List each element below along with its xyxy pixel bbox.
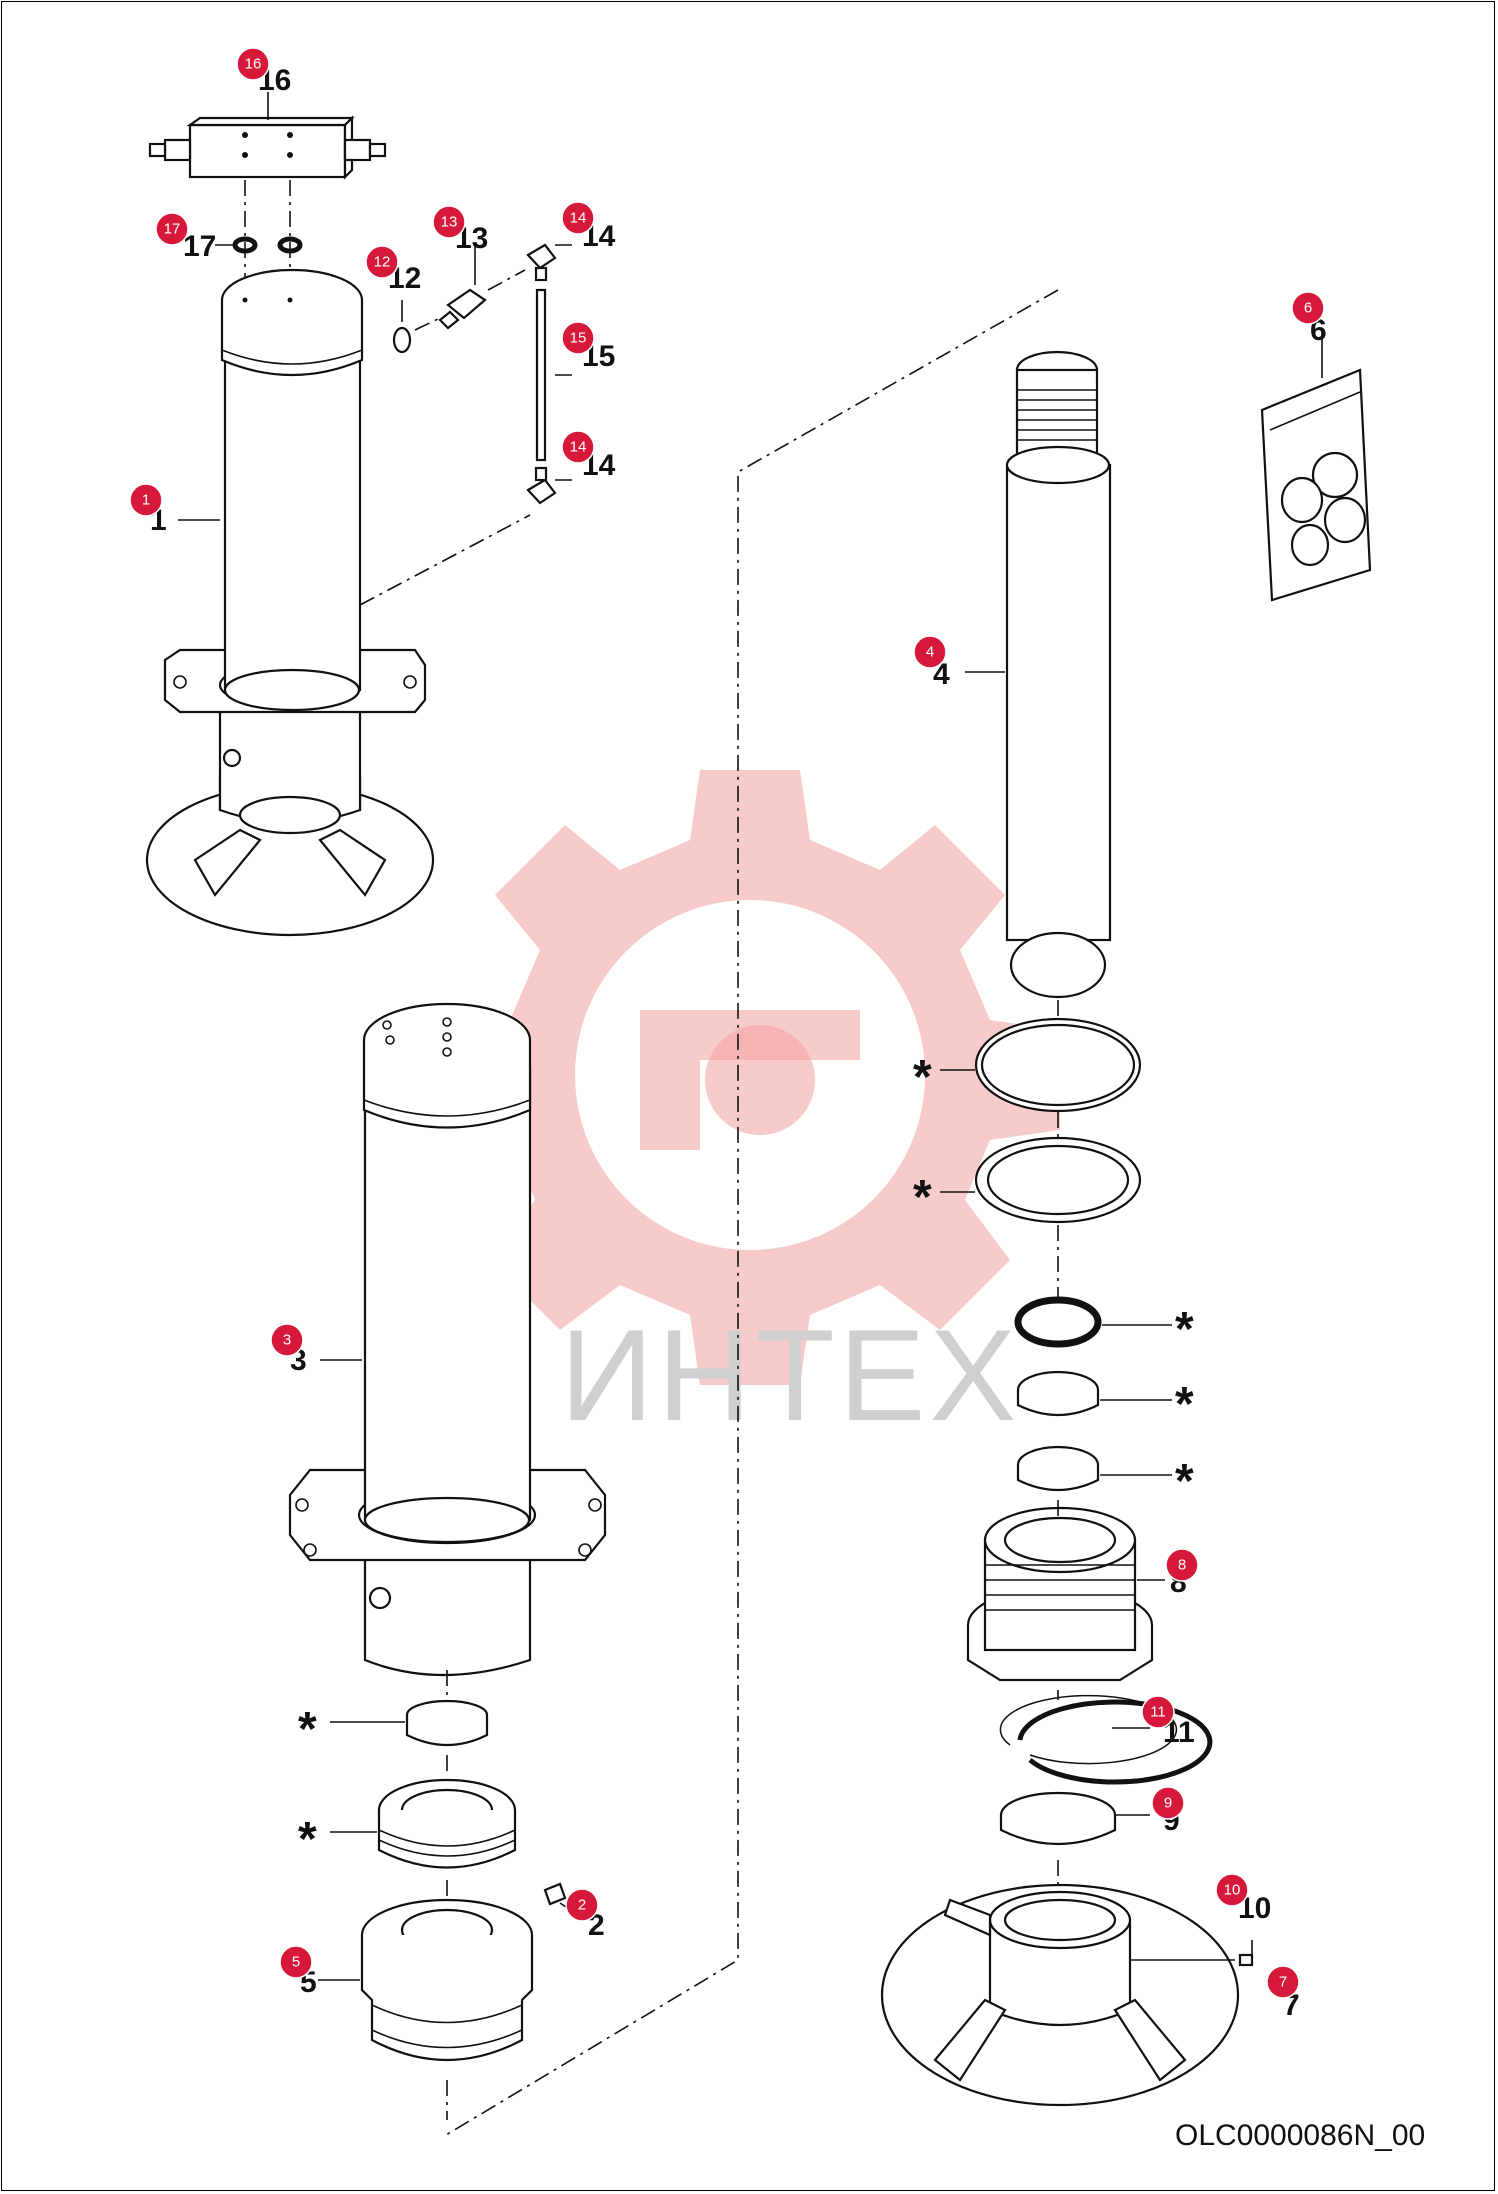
seal-marker: * <box>1175 1455 1194 1508</box>
threaded-gland <box>360 1898 534 2061</box>
svg-text:3: 3 <box>283 1332 291 1349</box>
seal-marker: * <box>913 1171 932 1224</box>
elbow-14-bottom <box>526 478 557 505</box>
manifold-block <box>148 115 387 180</box>
piston-rod <box>1005 350 1112 999</box>
part-number-17: 17 <box>183 230 216 263</box>
svg-text:12: 12 <box>374 254 391 271</box>
backup-ring-b <box>1016 1445 1100 1492</box>
watermark-logo <box>440 770 1060 1385</box>
callout-badge-14-top[interactable]: 14 <box>561 201 595 235</box>
callout-badge-3[interactable]: 3 <box>270 1323 304 1357</box>
document-id: OLC0000086N_00 <box>1175 2119 1425 2152</box>
inner-cylinder-assembly <box>288 1002 607 1677</box>
seal-marker: * <box>913 1051 932 1104</box>
callout-badge-9[interactable]: 9 <box>1151 1786 1185 1820</box>
callout-badge-13[interactable]: 13 <box>432 205 466 239</box>
guide-ring <box>377 1778 517 1869</box>
seal-marker: * <box>1175 1303 1194 1356</box>
svg-text:17: 17 <box>164 221 181 238</box>
washer-12 <box>392 326 412 354</box>
svg-text:14: 14 <box>570 210 587 227</box>
svg-text:4: 4 <box>926 644 934 661</box>
set-screw-2 <box>543 1882 567 1906</box>
left-seal-ring <box>405 1699 489 1747</box>
callout-badge-4[interactable]: 4 <box>913 635 947 669</box>
callout-badge-12[interactable]: 12 <box>365 245 399 279</box>
snap-ring-11 <box>1017 1699 1213 1785</box>
callout-badge-11[interactable]: 11 <box>1141 1695 1175 1729</box>
svg-text:11: 11 <box>1150 1704 1166 1721</box>
callout-badge-5[interactable]: 5 <box>279 1945 313 1979</box>
tube-15 <box>535 288 547 462</box>
callout-badge-10[interactable]: 10 <box>1215 1873 1249 1907</box>
outer-cylinder-assembly <box>145 268 435 937</box>
svg-text:13: 13 <box>441 214 458 231</box>
separator-line <box>445 289 1059 2136</box>
gland-nut-8 <box>966 1506 1154 1682</box>
base-plate-7 <box>880 1883 1240 2107</box>
seal-marker: * <box>298 1813 317 1866</box>
callout-badge-15[interactable]: 15 <box>561 321 595 355</box>
svg-text:15: 15 <box>570 330 587 347</box>
callout-badge-1[interactable]: 1 <box>129 483 163 517</box>
backup-ring-a <box>1016 1370 1100 1417</box>
svg-text:7: 7 <box>1279 1974 1287 1991</box>
svg-text:14: 14 <box>570 439 587 456</box>
o-ring <box>1014 1296 1102 1348</box>
callout-badge-6[interactable]: 6 <box>1291 291 1325 325</box>
callout-badge-8[interactable]: 8 <box>1165 1548 1199 1582</box>
adapter-13 <box>438 288 487 330</box>
svg-text:2: 2 <box>578 1897 586 1914</box>
svg-text:10: 10 <box>1224 1882 1241 1899</box>
grease-nipple-10 <box>1238 1953 1254 1967</box>
svg-text:1: 1 <box>142 492 150 509</box>
callout-badge-16[interactable]: 16 <box>236 47 270 81</box>
callout-badge-14-bottom[interactable]: 14 <box>561 430 595 464</box>
seal-ring-b <box>974 1136 1142 1224</box>
callout-badge-7[interactable]: 7 <box>1266 1965 1300 1999</box>
svg-text:9: 9 <box>1164 1795 1172 1812</box>
callout-badge-2[interactable]: 2 <box>565 1888 599 1922</box>
watermark-text: ИНТЕХ <box>560 1302 1020 1448</box>
elbow-14-top <box>526 243 557 270</box>
seal-kit-bag-6 <box>1260 368 1372 602</box>
svg-text:8: 8 <box>1178 1557 1186 1574</box>
svg-text:16: 16 <box>245 56 262 73</box>
svg-text:6: 6 <box>1304 300 1312 317</box>
split-ring-9 <box>999 1791 1117 1846</box>
svg-text:5: 5 <box>292 1954 300 1971</box>
seal-marker: * <box>1175 1378 1194 1431</box>
callout-badge-17[interactable]: 17 <box>155 212 189 246</box>
small-seals <box>232 236 303 254</box>
seal-marker: * <box>298 1703 317 1756</box>
